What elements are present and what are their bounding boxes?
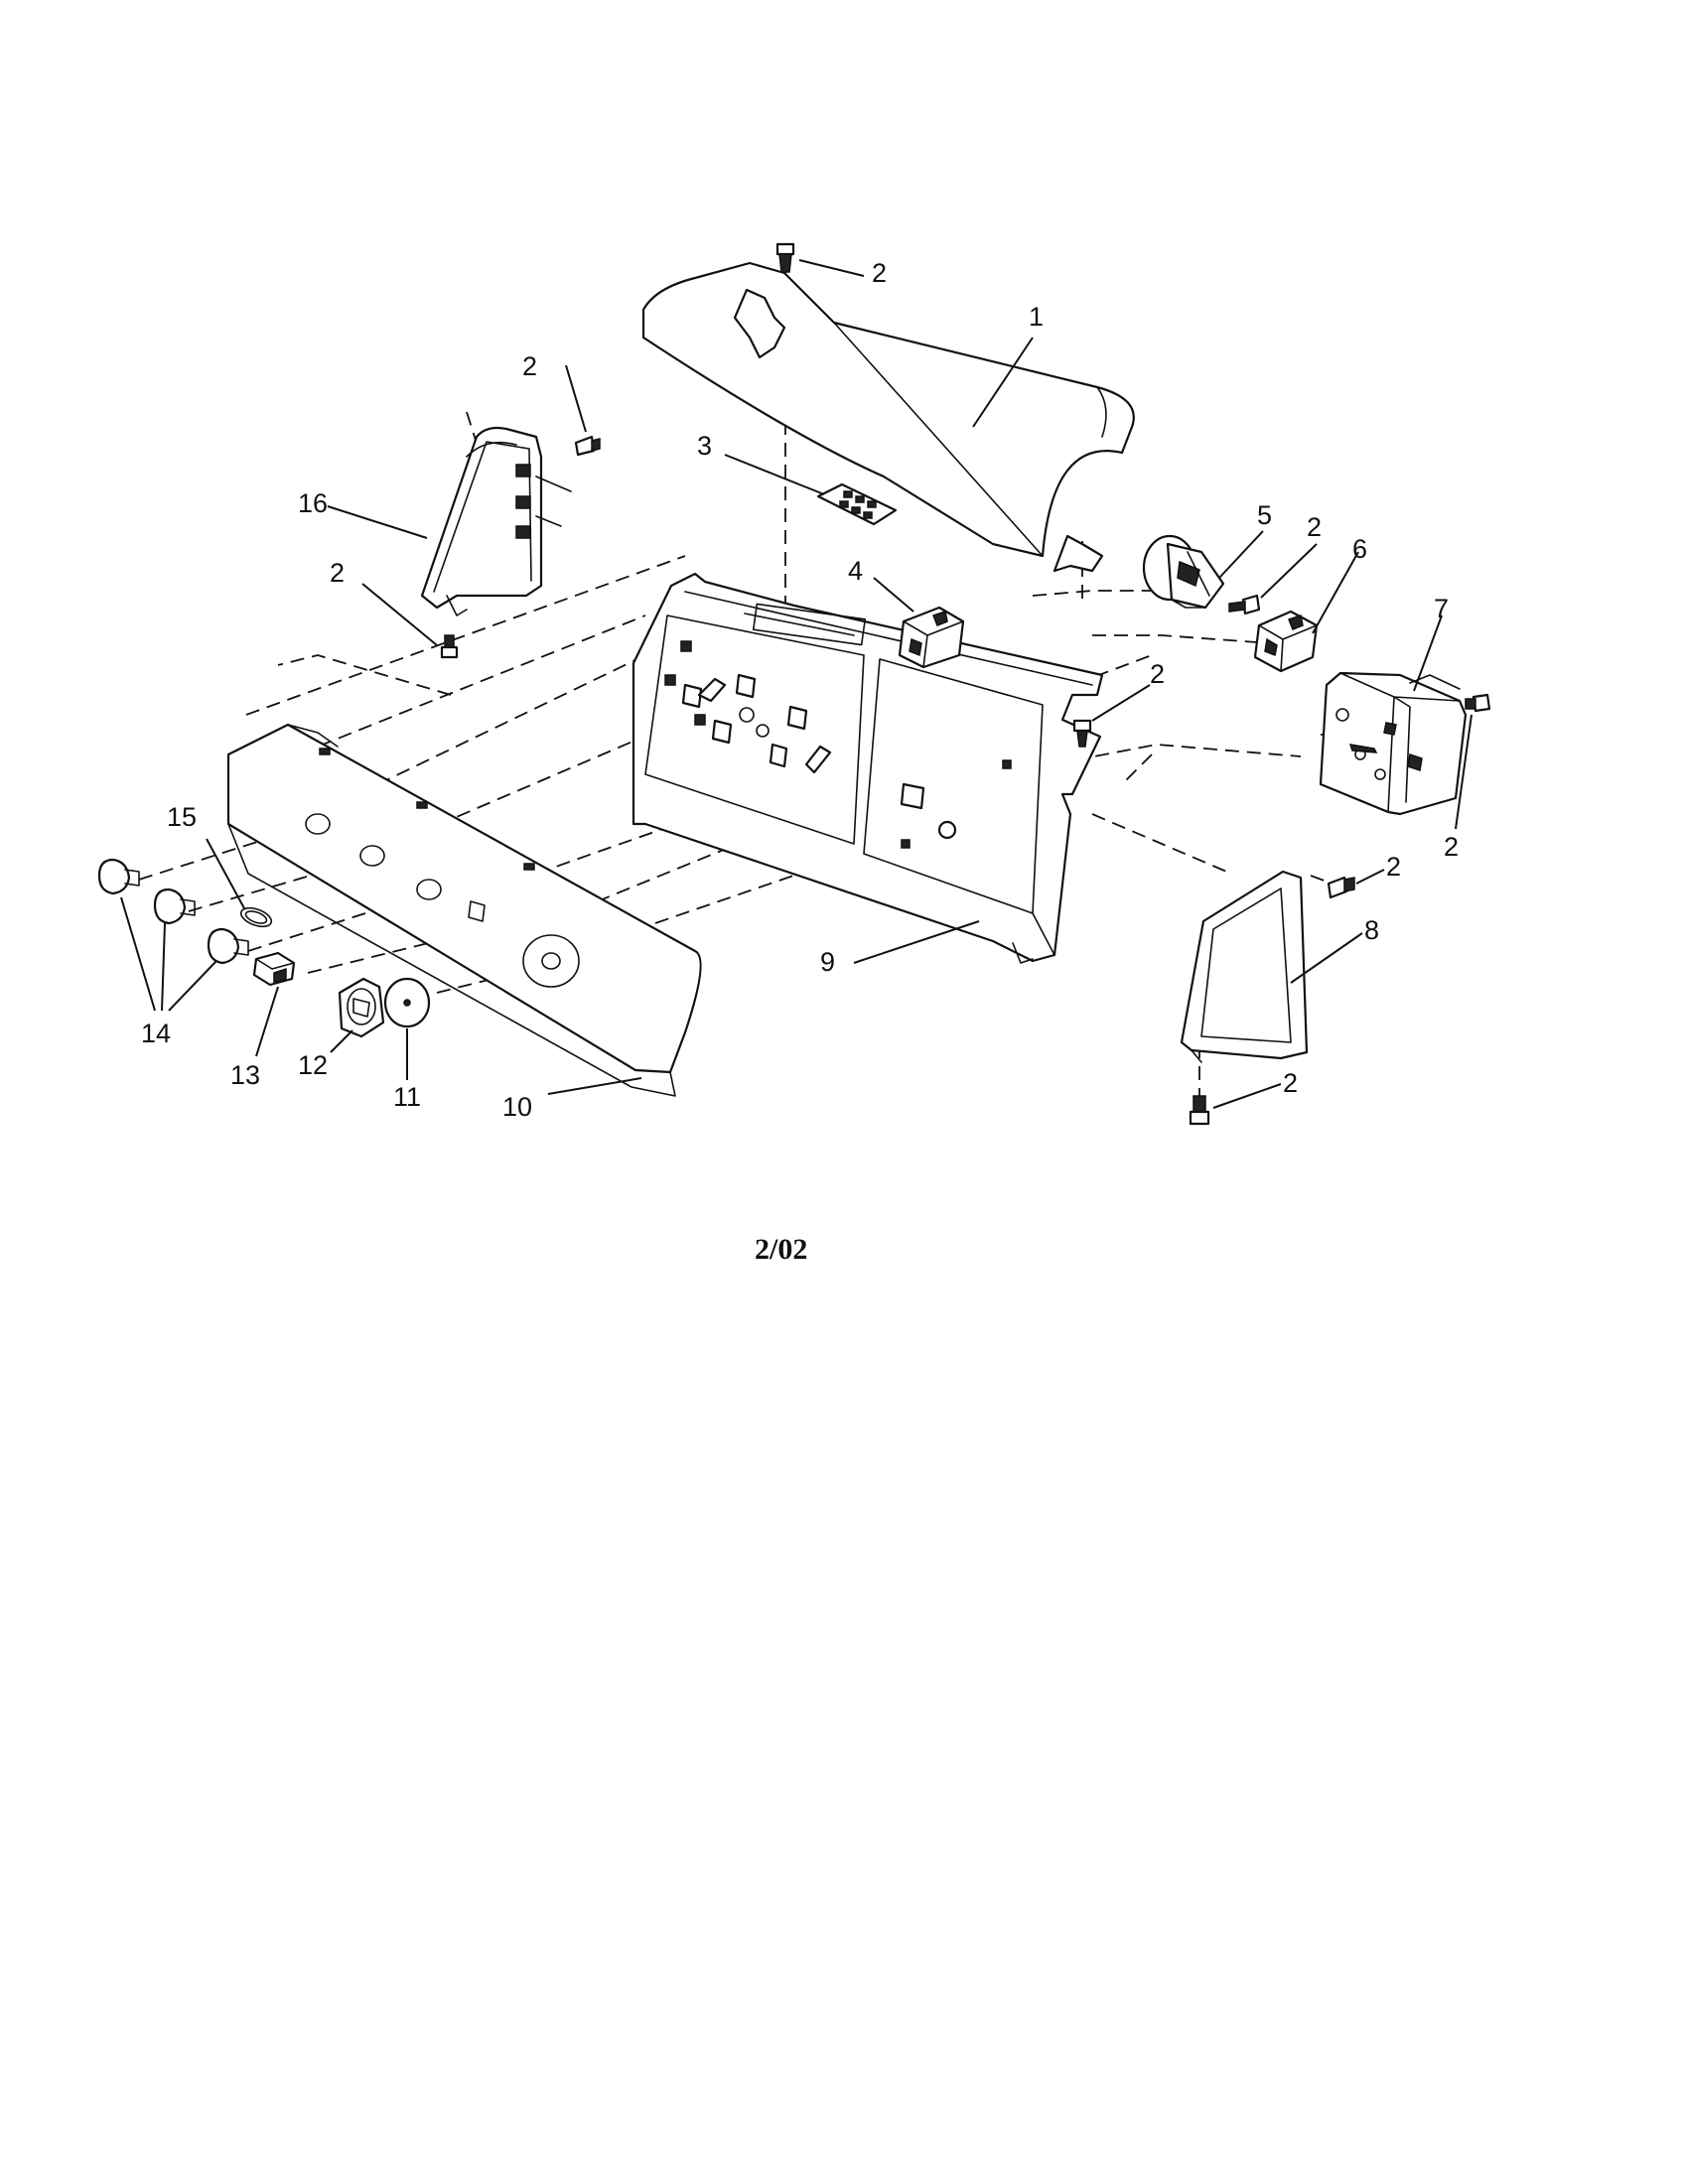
callout-13: 13 xyxy=(230,1060,260,1090)
callout-2-top: 2 xyxy=(872,258,887,288)
callout-10: 10 xyxy=(502,1092,532,1122)
callout-2-bottom: 2 xyxy=(1283,1068,1298,1098)
callout-16: 16 xyxy=(298,488,328,518)
screw-left-cap-top xyxy=(574,435,601,457)
part-switch-block-right xyxy=(1253,610,1319,673)
callout-4: 4 xyxy=(848,556,863,586)
diagram-footer-code: 2/02 xyxy=(755,1233,807,1266)
callout-5: 5 xyxy=(1257,500,1272,530)
screw-top-center xyxy=(775,242,795,273)
callout-2-timer: 2 xyxy=(1444,832,1459,862)
screws xyxy=(440,242,1491,1126)
part-control-knob xyxy=(338,977,385,1038)
part-rotary-switch xyxy=(1142,534,1225,610)
callout-6: 6 xyxy=(1352,534,1367,564)
screw-timer xyxy=(1465,693,1491,713)
callout-2-right-cap: 2 xyxy=(1386,852,1401,882)
part-timer xyxy=(1319,671,1468,816)
callout-8: 8 xyxy=(1364,915,1379,945)
part-switch-block xyxy=(898,606,965,669)
callout-2-left-top: 2 xyxy=(522,351,537,381)
part-indicator-board xyxy=(816,482,898,526)
callout-2-panel: 2 xyxy=(1150,659,1165,689)
part-small-switch xyxy=(252,951,296,987)
part-push-buttons xyxy=(97,858,249,965)
callout-labels: 1 2 2 2 2 2 2 2 2 3 4 5 6 7 8 9 10 11 12… xyxy=(141,258,1459,1122)
callout-7: 7 xyxy=(1434,594,1449,623)
part-right-end-cap xyxy=(1180,870,1309,1063)
part-knob-skirt xyxy=(383,977,431,1028)
part-console-back-panel xyxy=(632,572,1104,964)
callout-leaders xyxy=(120,259,1473,1109)
part-lens-ring xyxy=(239,906,273,928)
part-front-control-panel xyxy=(226,723,702,1097)
part-console-cover xyxy=(641,261,1135,573)
part-left-end-cap xyxy=(420,426,572,616)
callout-9: 9 xyxy=(820,947,835,977)
screw-bottom xyxy=(1189,1095,1210,1126)
callout-11: 11 xyxy=(393,1082,421,1112)
screw-right-cap xyxy=(1327,876,1355,899)
screw-panel-center xyxy=(1072,719,1092,748)
callout-15: 15 xyxy=(167,802,197,832)
callout-14: 14 xyxy=(141,1019,171,1048)
callout-2-rotary: 2 xyxy=(1307,512,1322,542)
callout-12: 12 xyxy=(298,1050,328,1080)
callout-2-left-bottom: 2 xyxy=(330,558,345,588)
callout-3: 3 xyxy=(697,431,712,461)
screw-left-cap-bottom xyxy=(440,634,459,659)
callout-1: 1 xyxy=(1029,302,1044,332)
screw-rotary xyxy=(1228,594,1261,615)
